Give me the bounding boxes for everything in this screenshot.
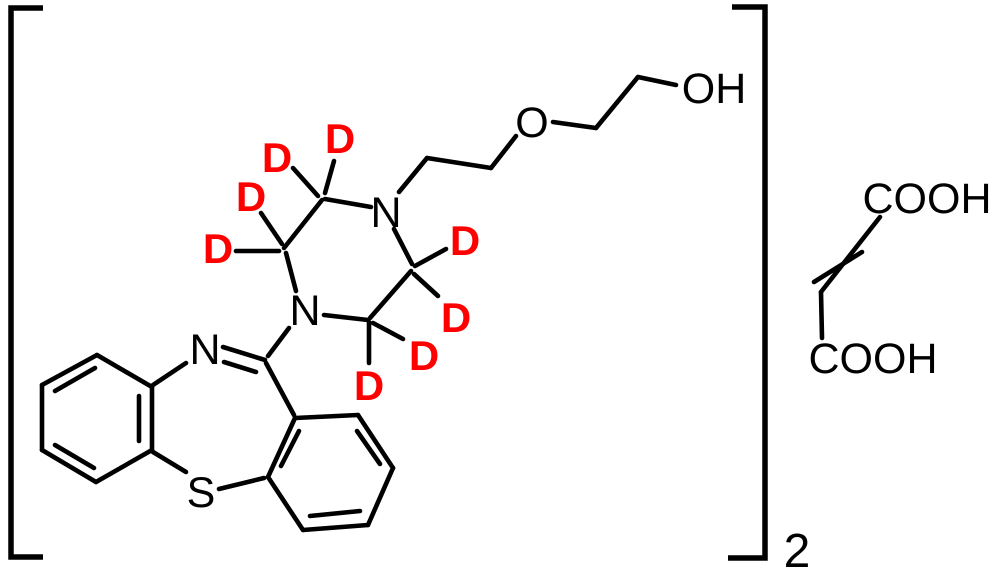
bond xyxy=(94,352,155,390)
bond-to-d xyxy=(411,271,441,299)
bond xyxy=(265,325,292,359)
deuterium-label: D xyxy=(325,115,355,162)
bond-to-d xyxy=(370,320,406,342)
aromatic-inner-bond xyxy=(278,428,302,469)
bond xyxy=(39,447,99,485)
benzene-ring-right xyxy=(265,412,396,533)
bond-c-n-double-main xyxy=(220,344,268,363)
piperazine-ring-bonds xyxy=(281,196,415,323)
bond xyxy=(635,74,679,88)
bond xyxy=(391,226,415,267)
bond-c-c-double-main xyxy=(818,214,883,295)
carboxyl-top-label: COOH xyxy=(863,175,992,223)
bond xyxy=(150,360,189,388)
bond xyxy=(265,474,306,533)
carboxyl-bottom-label: COOH xyxy=(809,335,938,383)
deuterium-label: D xyxy=(236,173,266,220)
benzene-ring-left xyxy=(39,352,155,485)
bond-to-d xyxy=(412,246,449,269)
bond xyxy=(396,155,430,195)
bond xyxy=(322,196,374,210)
bond xyxy=(355,412,396,471)
fumaric-acid-bonds xyxy=(811,214,883,341)
bond-to-d xyxy=(322,158,337,196)
deuterium-label: D xyxy=(262,134,292,181)
bond xyxy=(424,155,494,171)
sulfur-label: S xyxy=(187,469,216,517)
bond xyxy=(367,268,414,321)
deuterium-label: D xyxy=(441,294,471,341)
imine-n-label: N xyxy=(189,326,220,374)
bond xyxy=(488,133,519,171)
left-bracket xyxy=(8,5,43,560)
side-chain-bonds xyxy=(396,74,679,195)
aromatic-inner-bond xyxy=(307,508,363,519)
bond-c-n-double-inner xyxy=(221,359,259,375)
bond xyxy=(550,119,599,131)
bond xyxy=(321,312,371,323)
right-bracket xyxy=(728,4,768,561)
thioether-bonds xyxy=(150,449,267,492)
bond xyxy=(39,352,100,388)
imine-bonds xyxy=(150,325,297,418)
deuterium-label: D xyxy=(203,225,233,272)
bond-to-d xyxy=(258,210,285,247)
bond xyxy=(216,475,267,492)
bond xyxy=(300,522,371,533)
aromatic-inner-bond xyxy=(354,428,383,467)
deuterium-bonds xyxy=(233,158,449,366)
piperazine-n-top-label: N xyxy=(370,189,401,237)
deuterium-label: D xyxy=(354,362,384,409)
deuterium-label: D xyxy=(450,217,480,264)
deuterium-label: D xyxy=(409,332,439,379)
bond-c-c-double-inner xyxy=(811,249,865,285)
bond xyxy=(281,197,325,251)
bond xyxy=(593,74,641,131)
bond xyxy=(93,447,155,485)
bond xyxy=(150,449,189,475)
hydroxyl-label: OH xyxy=(682,65,747,113)
bond xyxy=(365,465,396,528)
aromatic-inner-bond xyxy=(52,365,98,394)
bond-to-d xyxy=(290,165,321,199)
bond xyxy=(263,360,297,418)
aromatic-inner-bond xyxy=(52,442,97,471)
piperazine-n-bottom-label: N xyxy=(289,287,320,335)
bracket-subscript: 2 xyxy=(784,525,811,578)
bond xyxy=(818,289,825,341)
bond xyxy=(283,250,299,294)
bond xyxy=(292,412,361,421)
ether-o-label: O xyxy=(515,99,548,147)
bond xyxy=(265,415,298,480)
